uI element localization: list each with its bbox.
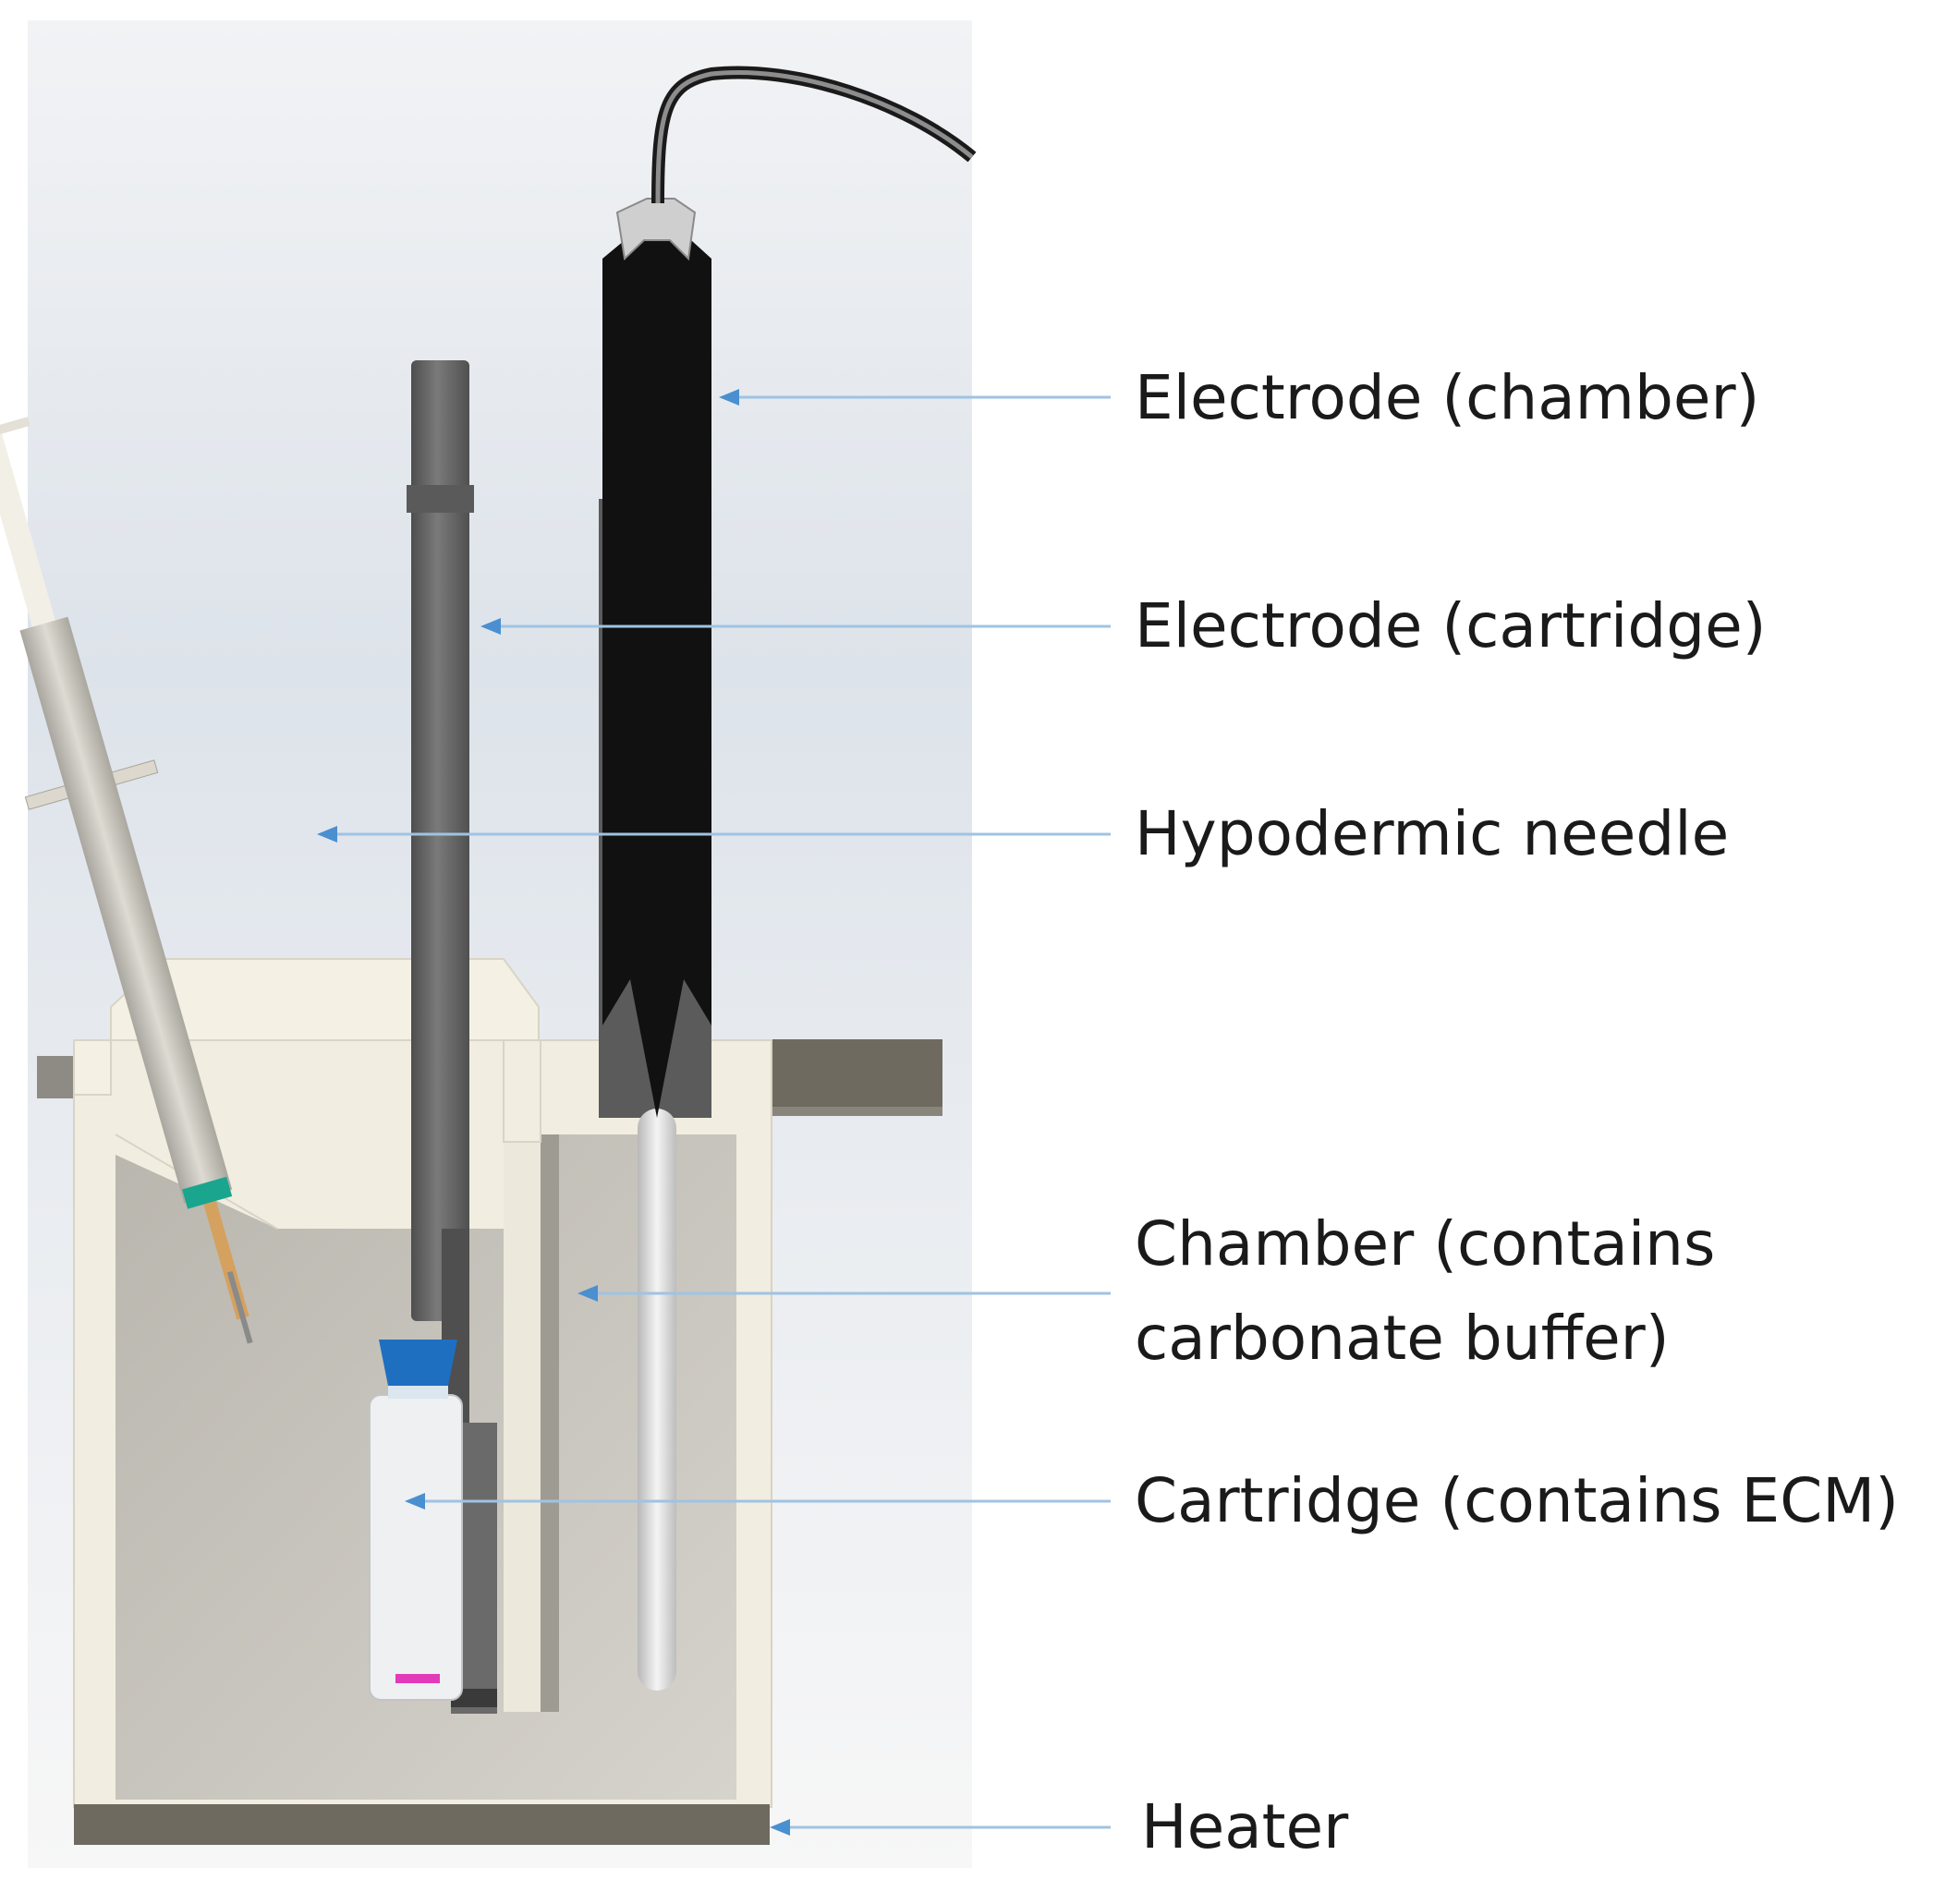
arrow-left-icon	[577, 1285, 598, 1302]
chamber-electrode	[599, 66, 977, 1691]
syringe	[0, 417, 253, 1344]
arrow-left-icon	[719, 389, 739, 406]
label-electrode-cartridge: Electrode (cartridge)	[1135, 590, 1767, 661]
label-heater: Heater	[1141, 1791, 1349, 1862]
arrow-heads	[317, 389, 790, 1836]
label-chamber-line1: Chamber (contains	[1135, 1208, 1716, 1279]
label-hypodermic-needle: Hypodermic needle	[1135, 798, 1730, 869]
side-bracket	[769, 1039, 942, 1116]
heater-plate	[74, 1804, 770, 1845]
vial-cartridge	[369, 1340, 463, 1701]
label-chamber: Chamber (contains carbonate buffer)	[1135, 1197, 1715, 1386]
leader-lines	[328, 395, 1111, 1829]
arrow-left-icon	[770, 1819, 790, 1836]
left-tab	[37, 1056, 78, 1098]
label-chamber-line2: carbonate buffer)	[1135, 1303, 1670, 1374]
arrow-left-icon	[405, 1493, 425, 1510]
label-cartridge: Cartridge (contains ECM)	[1135, 1465, 1899, 1536]
arrow-left-icon	[480, 618, 501, 635]
label-electrode-chamber: Electrode (chamber)	[1135, 362, 1760, 433]
arrow-left-icon	[317, 826, 337, 843]
